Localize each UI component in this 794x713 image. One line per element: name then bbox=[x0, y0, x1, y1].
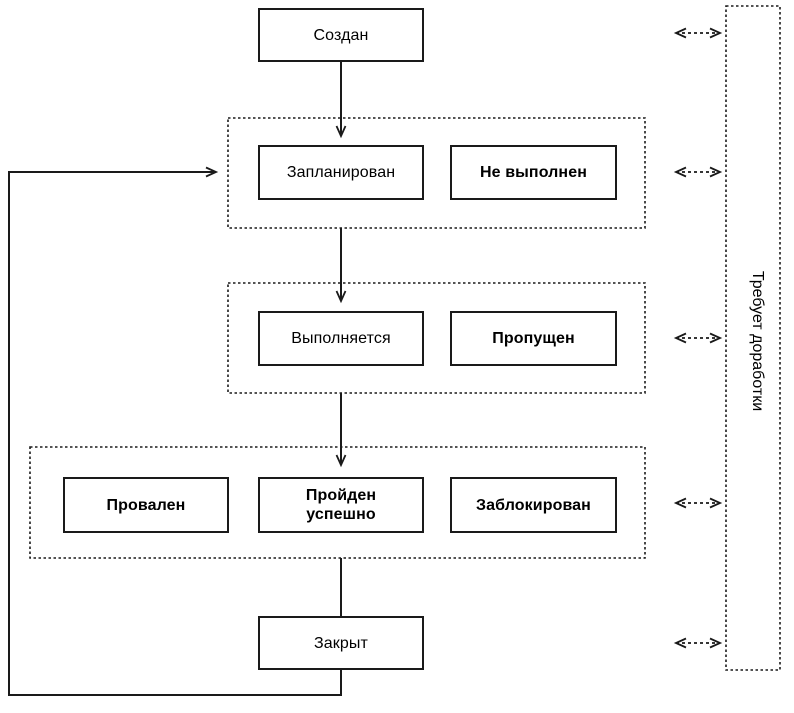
state-label-planned: Запланирован bbox=[286, 164, 396, 181]
state-node-skipped[interactable]: Пропущен bbox=[450, 311, 617, 366]
state-label-failed: Провален bbox=[106, 496, 186, 514]
state-label-passed: Пройден успешно bbox=[305, 487, 377, 523]
state-node-passed[interactable]: Пройден успешно bbox=[258, 477, 424, 533]
group-outline-planned bbox=[227, 117, 646, 229]
state-label-created: Создан bbox=[313, 26, 369, 44]
group-outline-running bbox=[227, 282, 646, 394]
feedback-arrow-closed-to-planned bbox=[8, 166, 342, 696]
rework-container-label: Требует доработки bbox=[749, 270, 766, 412]
state-label-blocked: Заблокирован bbox=[476, 496, 591, 514]
state-node-running[interactable]: Выполняется bbox=[258, 311, 424, 366]
state-node-closed[interactable]: Закрыт bbox=[258, 616, 424, 670]
rework-container-outline bbox=[725, 5, 781, 671]
state-node-not-done[interactable]: Не выполнен bbox=[450, 145, 617, 200]
state-label-running: Выполняется bbox=[291, 330, 391, 347]
state-label-skipped: Пропущен bbox=[492, 330, 575, 347]
state-label-closed: Закрыт bbox=[314, 634, 368, 652]
group-outline-results bbox=[29, 446, 646, 559]
state-node-created[interactable]: Создан bbox=[258, 8, 424, 62]
state-node-planned[interactable]: Запланирован bbox=[258, 145, 424, 200]
state-label-not-done: Не выполнен bbox=[480, 164, 587, 181]
state-node-blocked[interactable]: Заблокирован bbox=[450, 477, 617, 533]
state-node-failed[interactable]: Провален bbox=[63, 477, 229, 533]
